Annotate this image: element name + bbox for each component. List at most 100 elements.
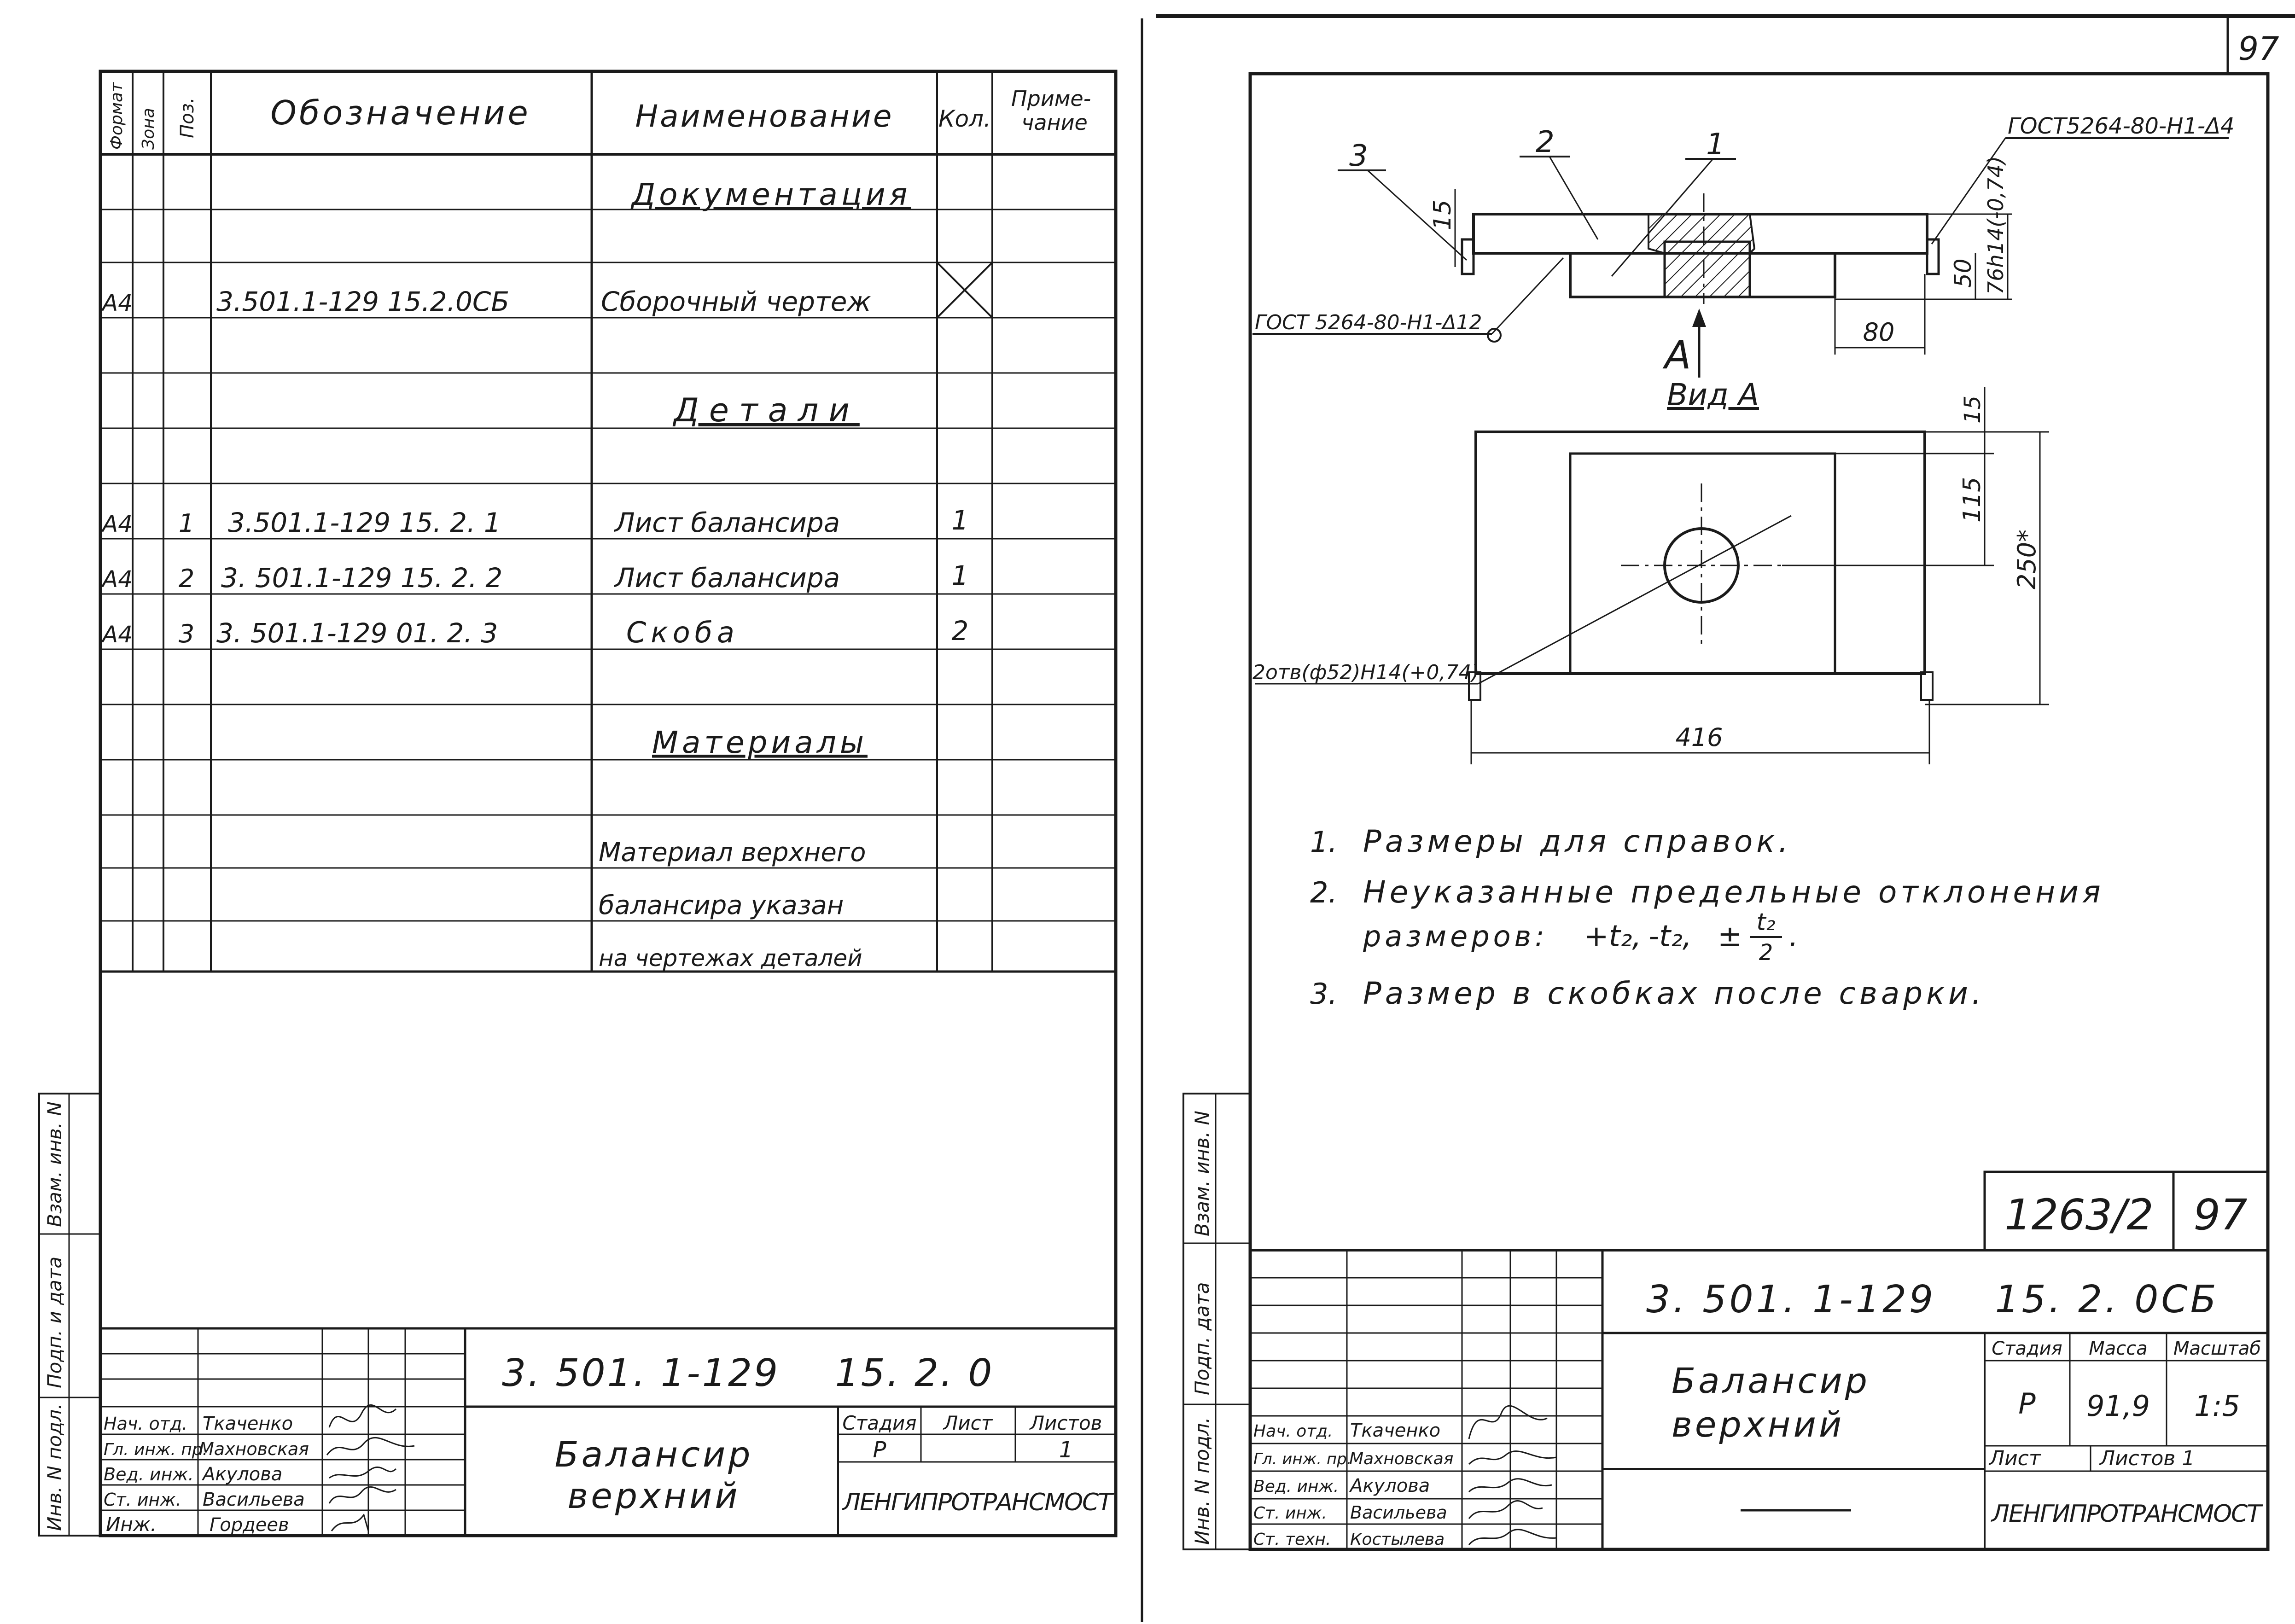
right-title-block: 3. 501. 1-129 15. 2. 0СБ Балансир верхни…	[1250, 1249, 2268, 1549]
tb-person: Акулова	[1349, 1475, 1430, 1496]
row-name: Лист балансира	[614, 562, 840, 594]
callout-number: 2	[1536, 125, 1555, 159]
row-qty: 1	[952, 560, 969, 591]
gost-leader	[1931, 138, 2006, 244]
tb-stage-label: Стадия	[842, 1412, 916, 1434]
tb-scale-label: Масштаб	[2173, 1338, 2261, 1359]
tb-stage: Р	[873, 1437, 886, 1463]
dim-416: 416	[1675, 723, 1723, 752]
note-text: Размер в скобках после сварки.	[1363, 976, 1985, 1011]
tolerance-denominator: 2	[1759, 940, 1773, 966]
drawing-notes: 1. Размеры для справок. 2. Неуказанные п…	[1310, 824, 2101, 1011]
hdr-note-line1: Приме-	[1011, 86, 1091, 111]
note-text: размеров:	[1363, 920, 1548, 953]
row-designation: 3. 501.1-129 15. 2. 2	[221, 562, 502, 594]
tb-person: Васильева	[203, 1489, 305, 1510]
row-name: Лист балансира	[614, 507, 840, 538]
tolerance-minus: -t₂,	[1648, 920, 1692, 954]
spec-row: A4 3.501.1-129 15.2.0СБ Сборочный чертеж	[101, 286, 871, 317]
spec-row-lines	[100, 209, 1116, 922]
right-sheet-frame	[1248, 72, 2270, 1551]
tb-sheets-label: Листов 1	[2099, 1447, 2195, 1470]
spec-row: A4 3 3. 501.1-129 01. 2. 3 Скоба 2	[101, 615, 968, 649]
section-view: 3 2 1 15 ГОСТ5264-80-Н1-Δ4 ГОСТ 5264-80-…	[1252, 113, 2235, 378]
left-title-block: 3. 501. 1-129 15. 2. 0 Балансир верхний …	[100, 1327, 1116, 1536]
note-num: 3.	[1310, 977, 1337, 1011]
archive-sheet: 97	[2193, 1190, 2247, 1240]
tb-role: Ст. инж.	[1253, 1504, 1327, 1523]
material-note-line: Материал верхнего	[599, 838, 866, 867]
tb-role: Вед. инж.	[104, 1464, 194, 1484]
note-num: 1.	[1310, 825, 1337, 859]
side-label: Взам. инв. N	[1191, 1111, 1213, 1236]
tb-scale: 1:5	[2194, 1389, 2240, 1423]
row-name: Сборочный чертеж	[601, 286, 871, 317]
row-format: A4	[101, 621, 133, 648]
tb-org: ЛЕНГИПРОТРАНСМОСТ	[842, 1489, 1115, 1516]
view-a: Вид А 2отв(ф52)Н14(+0,74) 15 115 250*	[1252, 377, 2049, 764]
signature-marks	[326, 1404, 415, 1531]
tolerance-tail: .	[1789, 920, 1798, 954]
tb-sheets-label: Листов	[1029, 1412, 1102, 1434]
hdr-note: Приме- чание	[1011, 86, 1098, 135]
dim-50: 50	[1950, 258, 1976, 288]
weld-circle	[1487, 328, 1502, 343]
side-label: Подп. дата	[1191, 1282, 1213, 1395]
row-designation: 3.501.1-129 15. 2. 1	[228, 507, 501, 538]
tb-title: Балансир	[555, 1434, 753, 1475]
gost-top: ГОСТ5264-80-Н1-Δ4	[2008, 113, 2235, 139]
hole-leader	[1478, 515, 1792, 685]
tb-person: Акулова	[201, 1464, 282, 1485]
row-qty: 2	[952, 615, 969, 646]
tb-person: Ткаченко	[1350, 1420, 1440, 1441]
right-side-stamp	[1182, 1093, 1251, 1550]
left-sheet: Формат Зона Поз. Обозначение Наименовани…	[38, 70, 1118, 1537]
bracket	[1920, 671, 1934, 701]
row-designation: 3.501.1-129 15.2.0СБ	[216, 286, 509, 317]
tb-person: Гордеев	[210, 1514, 289, 1536]
hole-spec: 2отв(ф52)Н14(+0,74)	[1252, 661, 1480, 684]
row-pos: 2	[179, 564, 194, 593]
row-pos: 3	[179, 619, 194, 648]
side-label: Взам. инв. N	[43, 1101, 66, 1227]
tb-org: ЛЕНГИПРОТРАНСМОСТ	[1991, 1500, 2264, 1528]
note-text: Размеры для справок.	[1363, 824, 1792, 859]
section-details: Детали	[672, 391, 860, 429]
signature-grid	[1250, 1250, 1602, 1549]
tolerance-plus: +t₂,	[1584, 920, 1642, 954]
hdr-zone: Зона	[139, 108, 158, 150]
tb-title: Балансир	[1672, 1360, 1870, 1401]
tb-stage-label: Стадия	[1992, 1338, 2062, 1359]
hdr-designation: Обозначение	[270, 93, 531, 132]
view-arrow-label: А	[1662, 332, 1691, 378]
dim-250: 250*	[2012, 530, 2041, 589]
tb-person: Васильева	[1350, 1502, 1447, 1523]
right-sheet: 97 3 2 1 15	[1156, 14, 2295, 1551]
tolerance-numerator: t₂	[1756, 908, 1775, 936]
side-label: Инв. N подл.	[1191, 1417, 1213, 1545]
row-format: A4	[101, 511, 133, 537]
tb-person: Махновская	[1349, 1449, 1453, 1468]
hdr-qty: Кол.	[938, 105, 991, 132]
tb-code: 3. 501. 1-129 15. 2. 0СБ	[1646, 1278, 2219, 1321]
view-a-lower-plate	[1569, 452, 1836, 675]
side-label: Подп. и дата	[43, 1257, 66, 1388]
tb-role: Ст. техн.	[1253, 1530, 1331, 1549]
dim-15-view: 15	[1960, 396, 1986, 424]
page-number: 97	[2238, 30, 2279, 68]
tb-mass-label: Масса	[2089, 1338, 2148, 1359]
view-a-label: Вид А	[1667, 377, 1759, 413]
section-materials: Материалы	[652, 725, 868, 760]
gost-leader	[1491, 257, 1564, 335]
dim-115: 115	[1958, 477, 1986, 523]
hdr-name: Наименование	[635, 99, 894, 134]
tolerance-pm: ±	[1718, 920, 1742, 954]
dim-80: 80	[1863, 318, 1895, 347]
tb-stage: Р	[2018, 1387, 2036, 1420]
tb-person: Костылева	[1350, 1530, 1445, 1549]
row-format: A4	[101, 566, 133, 593]
note-num: 2.	[1310, 876, 1337, 909]
tb-person: Ткаченко	[203, 1413, 293, 1434]
